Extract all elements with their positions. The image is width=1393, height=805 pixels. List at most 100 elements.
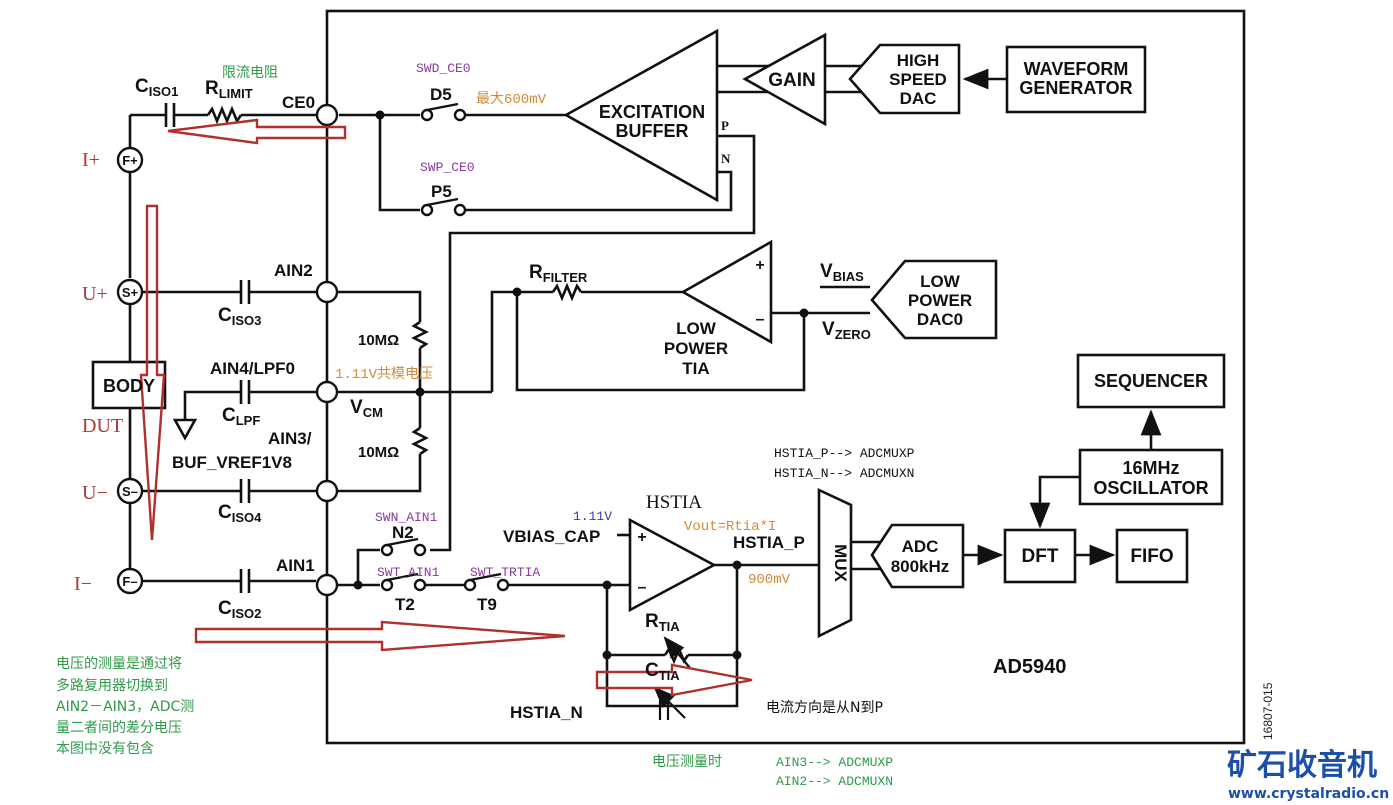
dut-label: DUT bbox=[82, 415, 123, 437]
max-600mv-note: 最大600mV bbox=[476, 91, 547, 108]
gain-label: GAIN bbox=[768, 70, 816, 91]
t9-label: T9 bbox=[477, 595, 497, 614]
mux bbox=[817, 487, 853, 639]
u-minus-label: U− bbox=[82, 482, 108, 504]
current-arrow-hstia bbox=[595, 663, 753, 697]
vcm-note: 1.11V共模电压 bbox=[335, 366, 433, 383]
hsdac-label-2: SPEED bbox=[889, 70, 947, 89]
ain2-label: AIN2 bbox=[274, 261, 313, 280]
mux-label: MUX bbox=[831, 544, 850, 582]
mux-map-line-1: HSTIA_P--> ADCMUXP bbox=[774, 446, 915, 461]
vbias-cap-label: VBIAS_CAP bbox=[503, 527, 600, 546]
fifo bbox=[1115, 528, 1189, 584]
rtia-label: RTIA bbox=[645, 611, 680, 634]
u-plus-label: U+ bbox=[82, 283, 108, 305]
p5-branch bbox=[378, 115, 420, 212]
vbias-label: VBIAS bbox=[820, 261, 864, 284]
ain4-label: AIN4/LPF0 bbox=[210, 359, 295, 378]
d5-label: D5 bbox=[430, 85, 452, 104]
voltage-meas-map-2: AIN2--> ADCMUXN bbox=[776, 774, 893, 789]
ciso1-label: CISO1 bbox=[135, 76, 178, 99]
lptia-label-2: POWER bbox=[664, 339, 728, 358]
ce0-label: CE0 bbox=[282, 93, 315, 112]
swt-ain1-label: SWT_AIN1 bbox=[377, 565, 440, 580]
low-power-dac0 bbox=[870, 259, 998, 340]
adc-label-2: 800kHz bbox=[891, 557, 950, 576]
dft bbox=[1003, 528, 1077, 584]
swn-ain1-label: SWN_AIN1 bbox=[375, 510, 438, 525]
voltage-note-line-5: 本图中没有包含 bbox=[56, 741, 154, 757]
clpf-label: CLPF bbox=[222, 405, 260, 428]
body-box bbox=[91, 360, 167, 410]
waveform-generator bbox=[1005, 45, 1147, 114]
lptia-label-3: TIA bbox=[682, 359, 709, 378]
high-speed-dac bbox=[848, 43, 961, 115]
ctia-label: CTIA bbox=[645, 660, 680, 683]
buf-p-wire bbox=[430, 134, 756, 552]
ain4-pin bbox=[315, 380, 339, 404]
ain3-label-1: AIN3/ bbox=[268, 429, 312, 448]
current-arrow-dut bbox=[139, 204, 166, 541]
vzero-label: VZERO bbox=[822, 319, 871, 342]
vcm-label: VCM bbox=[350, 397, 383, 420]
ciso4-label: CISO4 bbox=[218, 502, 262, 525]
f-plus-terminal bbox=[116, 146, 144, 174]
chip-name: AD5940 bbox=[993, 656, 1066, 678]
r10m-bottom-label: 10MΩ bbox=[358, 444, 399, 461]
vbias-value: 1.11V bbox=[573, 509, 612, 524]
s-plus-label: S+ bbox=[122, 285, 139, 300]
watermark-url[interactable]: www.crystalradio.cn bbox=[1228, 786, 1389, 802]
ain3-label-2: BUF_VREF1V8 bbox=[172, 453, 292, 472]
sequencer-label: SEQUENCER bbox=[1094, 371, 1208, 391]
hstia-minus: – bbox=[638, 579, 647, 596]
ce0-pin bbox=[315, 103, 339, 127]
voltage-note-line-1: 电压的测量是通过将 bbox=[56, 656, 182, 672]
voltage-meas-map-1: AIN3--> ADCMUXP bbox=[776, 755, 893, 770]
lpdac-label-2: POWER bbox=[908, 291, 972, 310]
current-arrow-ce0 bbox=[167, 118, 347, 145]
ain3-pin bbox=[315, 479, 339, 503]
gain-amp bbox=[742, 32, 827, 127]
switch-p5 bbox=[420, 197, 467, 217]
f-plus-label: F+ bbox=[122, 153, 138, 168]
adc bbox=[870, 523, 965, 589]
hstia-p-label: HSTIA_P bbox=[733, 533, 805, 552]
current-direction-note: 电流方向是从N到P bbox=[766, 700, 883, 716]
lptia-label-1: LOW bbox=[676, 319, 717, 338]
mux-map-line-2: HSTIA_N--> ADCMUXN bbox=[774, 466, 914, 481]
body-label: BODY bbox=[103, 376, 155, 396]
excitation-label-2: BUFFER bbox=[616, 121, 689, 141]
fifo-label: FIFO bbox=[1130, 546, 1173, 567]
rlimit-label: RLIMIT bbox=[205, 78, 253, 101]
ain2-pin bbox=[315, 280, 339, 304]
ce0-line bbox=[128, 103, 566, 150]
excitation-label-1: EXCITATION bbox=[599, 102, 705, 122]
ciso2-label: CISO2 bbox=[218, 598, 261, 621]
resistor-10m-top bbox=[411, 320, 429, 350]
ain1-label: AIN1 bbox=[276, 556, 315, 575]
n2-label: N2 bbox=[392, 523, 414, 542]
t2-label: T2 bbox=[395, 595, 415, 614]
buf-p-label: P bbox=[721, 118, 729, 133]
switch-d5 bbox=[420, 102, 467, 122]
i-plus-label: I+ bbox=[82, 149, 100, 171]
s-minus-label: S– bbox=[122, 484, 138, 499]
dft-label: DFT bbox=[1022, 546, 1059, 567]
voltage-meas-title: 电压测量时 bbox=[652, 754, 722, 770]
ciso3-label: CISO3 bbox=[218, 305, 261, 328]
r10m-top-label: 10MΩ bbox=[358, 332, 399, 349]
oscillator-label-2: OSCILLATOR bbox=[1093, 478, 1208, 498]
voltage-note-line-4: 量二者间的差分电压 bbox=[56, 720, 182, 736]
lpdac-label-3: DAC0 bbox=[917, 310, 963, 329]
hstia-label: HSTIA bbox=[646, 492, 702, 513]
hstia-p-value: 900mV bbox=[748, 572, 791, 588]
switch-t2 bbox=[380, 572, 427, 592]
sequencer bbox=[1076, 353, 1226, 409]
voltage-note-line-3: AIN2－AIN3，ADC测 bbox=[56, 699, 194, 715]
waveform-label-2: GENERATOR bbox=[1019, 78, 1132, 98]
swd-ce0-label: SWD_CE0 bbox=[416, 61, 471, 76]
rfilter-label: RFILTER bbox=[529, 262, 588, 285]
p5-to-n bbox=[466, 170, 733, 212]
f-minus-label: F– bbox=[122, 574, 137, 589]
